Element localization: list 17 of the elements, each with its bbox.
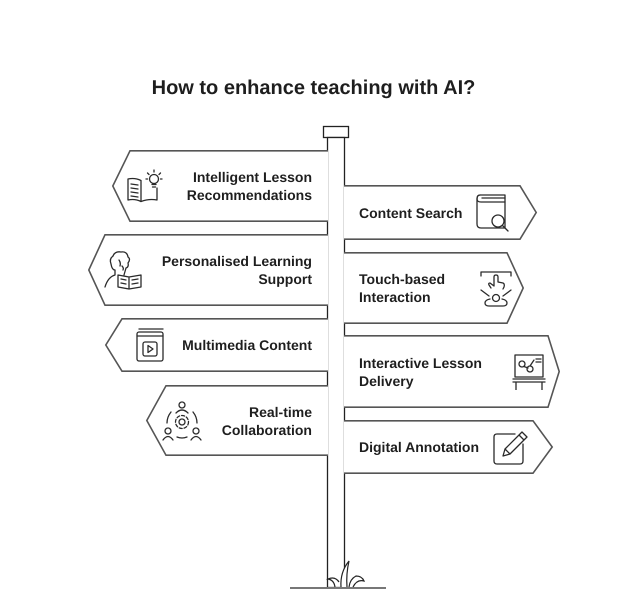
sign-label: Touch-based Interaction: [359, 270, 446, 306]
left-arrow-sign: [105, 318, 328, 372]
right-arrow-sign: [344, 335, 560, 408]
sign-label: Real-time Collaboration: [220, 402, 312, 438]
sign-label: Content Search: [359, 204, 462, 222]
sign-label: Intelligent Lesson Recommendations: [186, 168, 312, 204]
left-arrow-sign: [112, 150, 328, 222]
right-arrow-sign: [344, 252, 524, 324]
title: How to enhance teaching with AI?: [152, 77, 476, 100]
sign-label: Personalised Learning Support: [160, 252, 312, 288]
right-arrow-sign: [344, 420, 553, 474]
right-arrow-sign: [344, 185, 537, 240]
sign-label: Interactive Lesson Delivery: [359, 354, 483, 390]
left-arrow-sign: [146, 385, 328, 456]
left-arrow-sign: [88, 234, 328, 306]
sign-label: Digital Annotation: [359, 438, 480, 456]
sign-label: Multimedia Content: [182, 336, 312, 354]
